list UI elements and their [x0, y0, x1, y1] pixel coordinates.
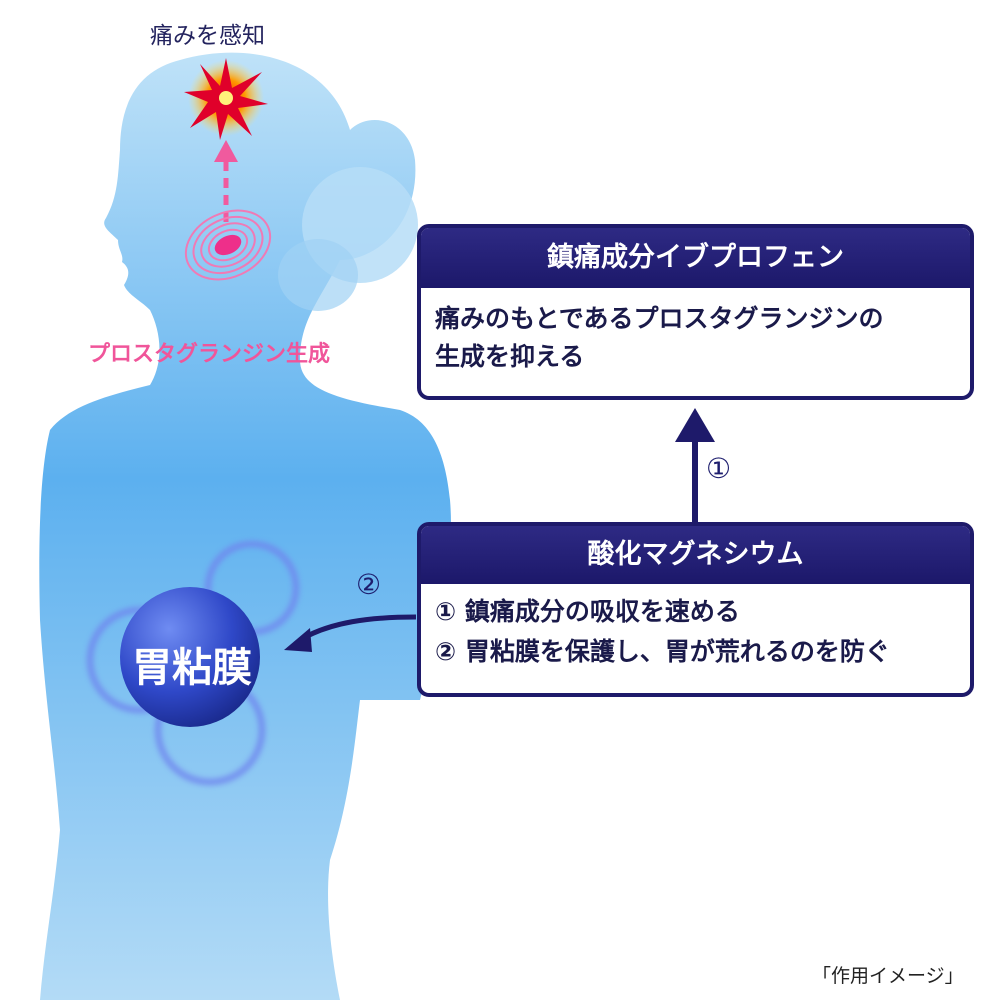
magnesium-body: ① 鎮痛成分の吸収を速める ② 胃粘膜を保護し、胃が荒れるのを防ぐ	[421, 584, 970, 680]
ponytail-lower	[278, 239, 358, 311]
image-caption: 「作用イメージ」	[812, 965, 964, 987]
up-arrow-icon	[675, 408, 715, 522]
ibuprofen-title: 鎮痛成分イブプロフェン	[421, 228, 970, 288]
magnesium-item-2: ② 胃粘膜を保護し、胃が荒れるのを防ぐ	[435, 637, 890, 666]
pain-burst-icon	[184, 58, 268, 140]
pain-sensing-label: 痛みを感知	[150, 23, 265, 49]
magnesium-title: 酸化マグネシウム	[421, 526, 970, 584]
magnesium-oxide-box: 酸化マグネシウム ① 鎮痛成分の吸収を速める ② 胃粘膜を保護し、胃が荒れるのを…	[417, 522, 974, 697]
prostaglandin-label: プロスタグランジン生成	[88, 342, 331, 367]
stomach-lining-label: 胃粘膜	[132, 645, 252, 691]
ibuprofen-body-line2: 生成を抑える	[435, 342, 585, 371]
ibuprofen-body-line1: 痛みのもとであるプロスタグランジンの	[435, 304, 884, 333]
prostaglandin-target-icon	[184, 209, 272, 281]
ibuprofen-body: 痛みのもとであるプロスタグランジンの 生成を抑える	[421, 288, 970, 388]
step1-marker: ①	[706, 452, 732, 485]
step2-marker: ②	[356, 568, 382, 601]
magnesium-item-1: ① 鎮痛成分の吸収を速める	[435, 597, 740, 626]
ibuprofen-box: 鎮痛成分イブプロフェン 痛みのもとであるプロスタグランジンの 生成を抑える	[417, 224, 974, 400]
curved-arrow-icon	[284, 614, 417, 652]
stomach-sphere-icon	[120, 587, 260, 727]
woman-silhouette	[39, 52, 451, 1000]
